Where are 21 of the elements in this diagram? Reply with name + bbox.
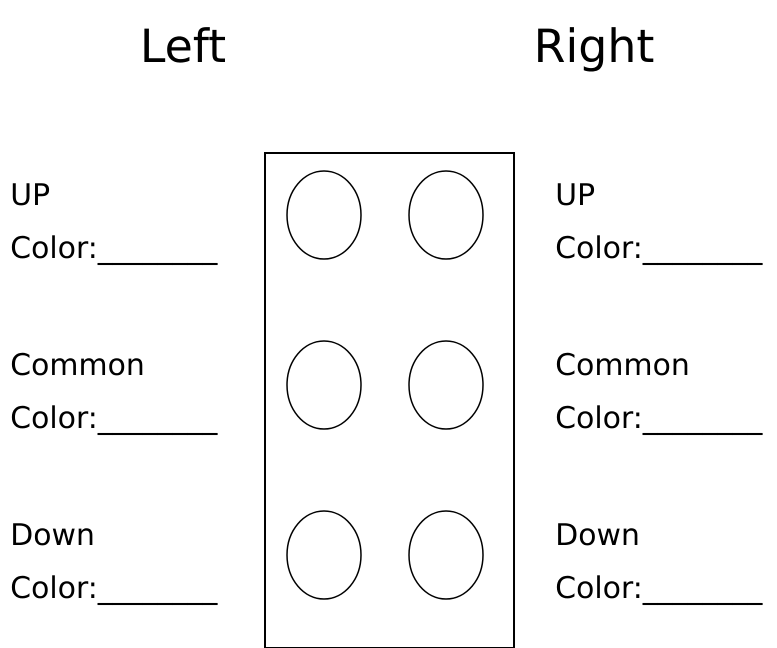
- side-label: Common: [556, 352, 688, 376]
- color-fill-in: Color:________: [12, 405, 218, 436]
- circle-outline: [408, 340, 484, 430]
- circle-outline: [286, 170, 362, 260]
- heading: Left: [144, 27, 225, 63]
- color-fill-in: Color:________: [12, 235, 218, 266]
- circle-outline: [286, 510, 362, 600]
- side-label: Down: [558, 523, 638, 546]
- side-label: UP: [12, 183, 50, 206]
- side-label: Common: [12, 352, 142, 376]
- circle-outline: [408, 170, 484, 260]
- container-box: [264, 152, 515, 648]
- color-fill-in: Color:________: [12, 575, 218, 606]
- circle-outline: [286, 340, 362, 430]
- color-fill-in: Color:________: [556, 575, 763, 606]
- circle-outline: [408, 510, 484, 600]
- side-label: Down: [13, 523, 92, 546]
- side-label: UP: [558, 183, 594, 206]
- color-fill-in: Color:________: [556, 405, 763, 436]
- heading: Right: [538, 27, 654, 72]
- color-fill-in: Color:________: [556, 235, 763, 266]
